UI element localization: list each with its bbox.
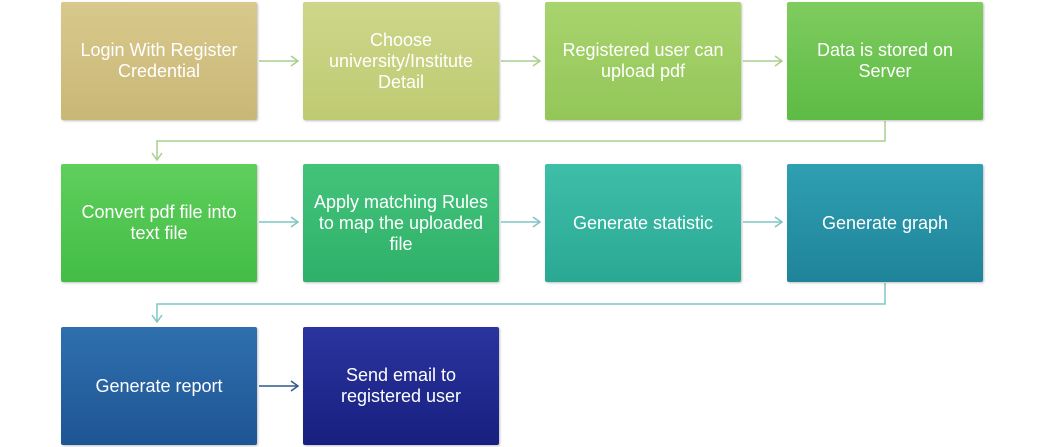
step-label: Choose university/Institute Detail [328, 29, 474, 92]
step-upload-pdf: Registered user can upload pdf [545, 2, 741, 120]
step-label: Login With Register Credential [80, 40, 238, 81]
arrow-step4-to-step5 [151, 121, 886, 162]
arrow-step6-to-step7 [501, 216, 542, 228]
arrow-step5-to-step6 [259, 216, 300, 228]
step-label: Send email to registered user [340, 365, 462, 406]
step-label: Registered user can upload pdf [562, 40, 724, 81]
step-matching-rules: Apply matching Rules to map the uploaded… [303, 164, 499, 282]
step-generate-report: Generate report [61, 327, 257, 445]
step-generate-statistic: Generate statistic [545, 164, 741, 282]
step-label: Apply matching Rules to map the uploaded… [313, 191, 489, 254]
step-store-server: Data is stored on Server [787, 2, 983, 120]
arrow-step7-to-step8 [743, 216, 784, 228]
step-send-email: Send email to registered user [303, 327, 499, 445]
step-label: Generate report [95, 375, 223, 396]
step-login: Login With Register Credential [61, 2, 257, 120]
arrow-step8-to-step9 [151, 283, 886, 324]
step-convert-pdf: Convert pdf file into text file [61, 164, 257, 282]
step-label: Generate statistic [572, 212, 714, 233]
step-label: Generate graph [821, 212, 949, 233]
arrow-step3-to-step4 [743, 55, 784, 67]
arrow-step2-to-step3 [501, 55, 542, 67]
arrow-step1-to-step2 [259, 55, 300, 67]
step-label: Convert pdf file into text file [81, 202, 237, 243]
arrow-step9-to-step10 [259, 380, 300, 392]
step-choose-institute: Choose university/Institute Detail [303, 2, 499, 120]
step-generate-graph: Generate graph [787, 164, 983, 282]
step-label: Data is stored on Server [816, 40, 954, 81]
